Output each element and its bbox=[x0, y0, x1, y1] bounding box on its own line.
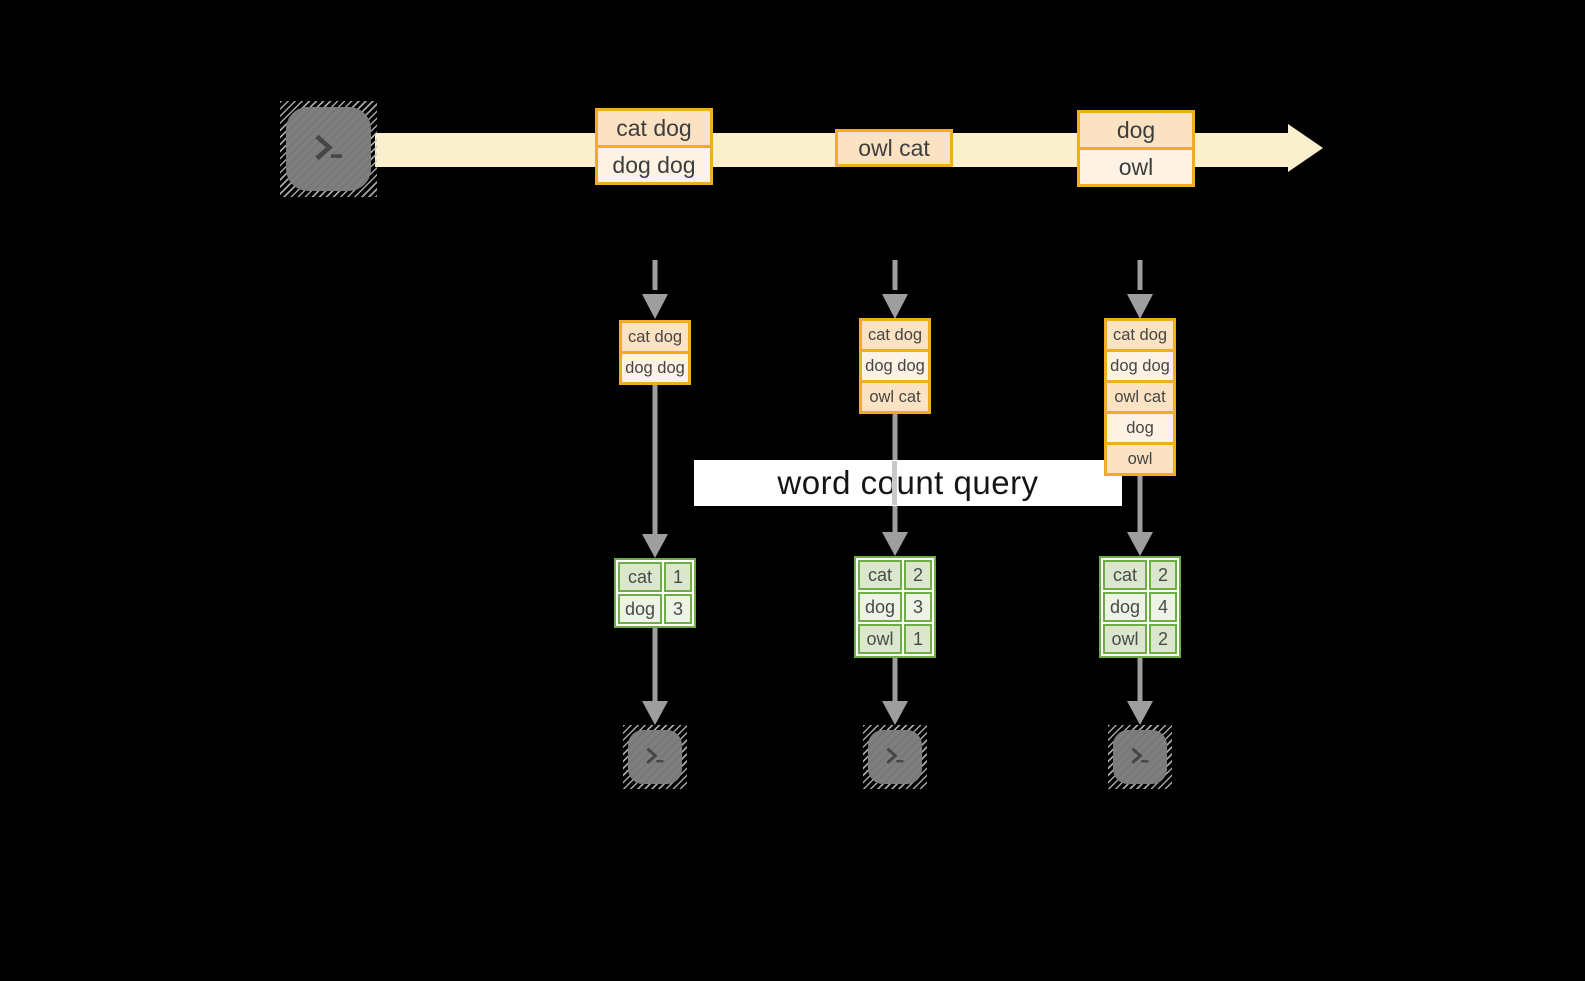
result-word: owl bbox=[1103, 624, 1147, 654]
state-record: cat dog bbox=[862, 321, 928, 349]
result-count: 4 bbox=[1149, 592, 1177, 622]
state-record: dog bbox=[1107, 411, 1173, 442]
terminal-screen bbox=[286, 107, 371, 191]
result-table-1: cat 1 dog 3 bbox=[614, 558, 696, 628]
state-box-1: cat dog dog dog bbox=[619, 320, 691, 385]
terminal-screen bbox=[1113, 730, 1167, 784]
event-record: owl cat bbox=[838, 132, 950, 164]
state-record: owl cat bbox=[1107, 380, 1173, 411]
state-record: owl bbox=[1107, 442, 1173, 473]
event-record: dog bbox=[1080, 113, 1192, 147]
result-word: cat bbox=[618, 562, 662, 592]
source-terminal-icon bbox=[280, 101, 377, 197]
result-word: dog bbox=[1103, 592, 1147, 622]
state-record: cat dog bbox=[1107, 321, 1173, 349]
result-word: owl bbox=[858, 624, 902, 654]
event-record: dog dog bbox=[598, 145, 710, 182]
state-box-2: cat dog dog dog owl cat bbox=[859, 318, 931, 414]
result-word: cat bbox=[858, 560, 902, 590]
result-count: 2 bbox=[1149, 624, 1177, 654]
terminal-prompt-icon bbox=[886, 747, 904, 765]
result-word: dog bbox=[858, 592, 902, 622]
result-count: 2 bbox=[1149, 560, 1177, 590]
sink-arrow-1 bbox=[642, 626, 668, 725]
terminal-prompt-icon bbox=[315, 134, 343, 161]
event-record: cat dog bbox=[598, 111, 710, 145]
event-record: owl bbox=[1080, 147, 1192, 184]
result-word: dog bbox=[618, 594, 662, 624]
state-record: dog dog bbox=[862, 349, 928, 380]
terminal-screen bbox=[868, 730, 922, 784]
result-count: 3 bbox=[664, 594, 692, 624]
state-record: dog dog bbox=[1107, 349, 1173, 380]
sink-arrow-2 bbox=[882, 656, 908, 725]
ingest-arrow-2 bbox=[882, 260, 908, 319]
result-table-2: cat 2 dog 3 owl 1 bbox=[854, 556, 936, 658]
query-arrow-3 bbox=[1127, 476, 1153, 556]
stream-event-1: cat dog dog dog bbox=[595, 108, 713, 185]
state-record: owl cat bbox=[862, 380, 928, 411]
state-record: dog dog bbox=[622, 351, 688, 382]
state-record: cat dog bbox=[622, 323, 688, 351]
query-banner: word count query bbox=[694, 460, 1122, 506]
stream-event-3: dog owl bbox=[1077, 110, 1195, 187]
result-count: 1 bbox=[904, 624, 932, 654]
terminal-screen bbox=[628, 730, 682, 784]
sink-terminal-icon-1 bbox=[623, 725, 687, 789]
sink-terminal-icon-2 bbox=[863, 725, 927, 789]
result-count: 3 bbox=[904, 592, 932, 622]
arrow-through-banner bbox=[892, 461, 897, 505]
sink-terminal-icon-3 bbox=[1108, 725, 1172, 789]
result-count: 1 bbox=[664, 562, 692, 592]
query-label: word count query bbox=[777, 464, 1039, 501]
ingest-arrow-1 bbox=[642, 260, 668, 319]
ingest-arrow-3 bbox=[1127, 260, 1153, 319]
state-box-3: cat dog dog dog owl cat dog owl bbox=[1104, 318, 1176, 476]
stream-event-2: owl cat bbox=[835, 129, 953, 167]
terminal-prompt-icon bbox=[1131, 747, 1149, 765]
result-word: cat bbox=[1103, 560, 1147, 590]
query-arrow-1 bbox=[642, 385, 668, 558]
sink-arrow-3 bbox=[1127, 656, 1153, 725]
terminal-prompt-icon bbox=[646, 747, 664, 765]
result-table-3: cat 2 dog 4 owl 2 bbox=[1099, 556, 1181, 658]
result-count: 2 bbox=[904, 560, 932, 590]
